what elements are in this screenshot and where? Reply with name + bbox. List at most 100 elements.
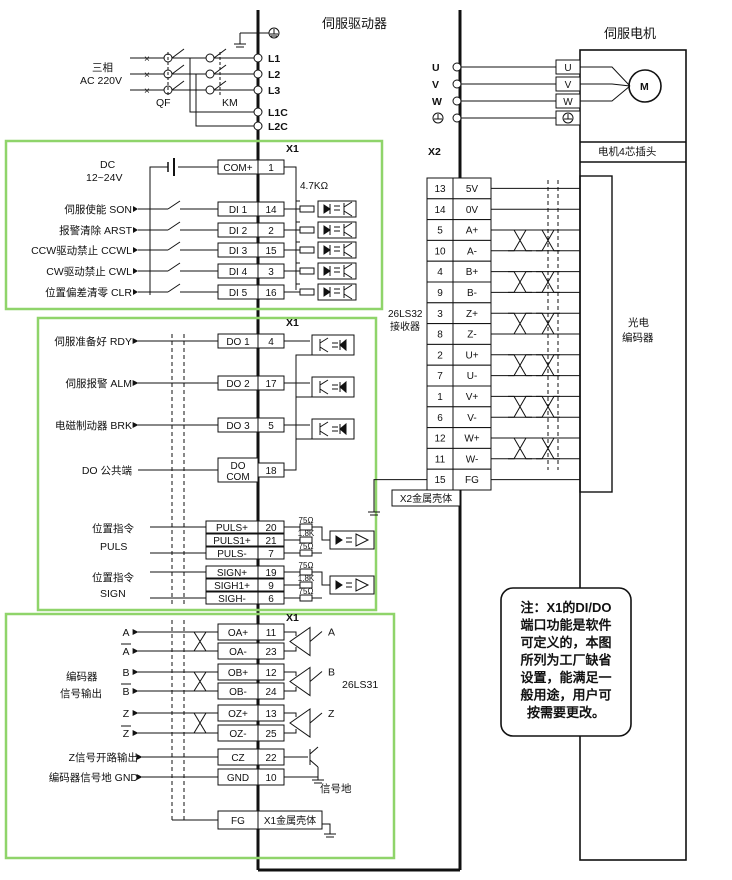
x2-signal-label: B+ xyxy=(466,267,479,278)
x2-pin-number: 10 xyxy=(434,246,446,257)
driver-wire xyxy=(284,671,297,676)
x2-signal-label: A+ xyxy=(466,226,479,237)
transistor-collector xyxy=(319,337,329,344)
x1-label-mid: X1 xyxy=(286,317,299,329)
pulse-resistor-label: 75Ω xyxy=(299,542,314,551)
transistor-emitter xyxy=(319,388,329,395)
motor-plug-label: U xyxy=(564,63,571,74)
twist xyxy=(508,229,521,252)
driver-wire xyxy=(284,729,297,734)
sign-label-1: 位置指令 xyxy=(92,571,134,584)
encoder-out-label-1: 编码器 xyxy=(66,670,98,683)
optocoupler-icon xyxy=(311,376,355,398)
transistor-collector xyxy=(309,746,319,755)
transistor-emitter xyxy=(343,251,353,258)
gnd-pin-number: 10 xyxy=(265,773,277,784)
x2-signal-label: V- xyxy=(467,413,476,424)
power-terminal xyxy=(253,85,263,95)
optocoupler-icon xyxy=(317,283,357,301)
do-com-pin-number: 18 xyxy=(265,466,277,477)
x2-pin-number: 15 xyxy=(434,475,446,486)
motor-terminal-label: W xyxy=(432,96,442,108)
encoder-pin-number: 23 xyxy=(265,647,277,658)
transistor-collector xyxy=(343,284,353,291)
optocoupler-body xyxy=(311,376,355,398)
resistor-icon xyxy=(299,226,315,234)
encoder-terminal-label: OA- xyxy=(229,647,247,658)
twist xyxy=(199,631,212,652)
optocoupler-icon xyxy=(311,334,355,356)
fg-ground-wire xyxy=(322,823,331,834)
opto-body xyxy=(329,530,375,550)
encoder-pin-number: 24 xyxy=(265,687,277,698)
note-line: 可定义的，本图 xyxy=(520,635,611,650)
twisted-pair-icon xyxy=(508,229,532,252)
note-text: 注：X1的DI/DO端口功能是软件可定义的，本图所列为工厂缺省设置，能满足一般用… xyxy=(520,600,611,720)
gnd-signal-label: 编码器信号地 GND xyxy=(49,771,139,784)
qf-label: QF xyxy=(156,97,171,109)
twist xyxy=(536,271,549,293)
twist xyxy=(519,229,532,252)
twist xyxy=(536,354,549,377)
sign-terminal-label: SIGN+ xyxy=(217,568,247,579)
sign-pin-number: 9 xyxy=(268,581,274,592)
pulse-resistor-label: 1.8K xyxy=(298,529,315,538)
x2-shield-wire xyxy=(373,479,427,512)
opto-receiver-icon xyxy=(329,530,375,550)
led-icon xyxy=(339,338,347,352)
x2-signal-label: W- xyxy=(466,454,479,465)
com-plus-pin-number: 1 xyxy=(268,163,274,174)
twist xyxy=(519,312,532,335)
x2-shell-box xyxy=(391,489,461,507)
l2c-wire xyxy=(195,74,254,127)
twisted-pair-icon xyxy=(508,271,532,293)
cz-terminal-label: CZ xyxy=(231,753,244,764)
input-arrow-icon xyxy=(133,268,138,274)
pulse-pin-number: 7 xyxy=(268,549,274,560)
resistor-icon xyxy=(299,267,315,275)
pulse-wire xyxy=(312,526,330,541)
do-com-label: DO 公共端 xyxy=(82,464,133,477)
x2-signal-label: 0V xyxy=(466,205,479,216)
transistor-emitter xyxy=(343,210,353,217)
output-signal-label: 电磁制动器 BRK xyxy=(55,419,132,432)
input-switch-icon xyxy=(167,283,181,293)
optocoupler-body xyxy=(317,283,357,301)
twist xyxy=(188,671,201,692)
led-icon xyxy=(339,422,347,436)
input-signal-label: CW驱动禁止 CWL xyxy=(46,266,132,278)
transistor-emitter xyxy=(343,293,353,300)
motor-plug-label: 电机4芯插头 xyxy=(598,145,656,158)
note-box xyxy=(500,587,632,737)
optocoupler-icon xyxy=(317,262,357,280)
input-pin-number: 16 xyxy=(265,288,277,299)
x2-signal-label: U- xyxy=(467,371,478,382)
km-label: KM xyxy=(222,97,238,109)
led-icon xyxy=(323,245,331,255)
x2-pin-number: 8 xyxy=(437,330,443,341)
do-com-bus xyxy=(284,354,312,471)
motor-terminal xyxy=(452,79,462,89)
x1-shell-box xyxy=(257,810,323,830)
driver-input-label: B xyxy=(328,667,335,679)
power-terminal-label: L3 xyxy=(268,85,280,97)
x1-label-top: X1 xyxy=(286,143,299,155)
twist xyxy=(536,437,549,460)
sign-pin-number: 19 xyxy=(265,568,277,579)
input-arrow-icon xyxy=(133,247,138,253)
optocoupler-body xyxy=(311,418,355,440)
input-terminal-label: DI 3 xyxy=(229,246,248,257)
motor-lead xyxy=(580,83,631,87)
x2-shell-label: X2金属壳体 xyxy=(400,492,452,505)
transistor-emitter xyxy=(343,272,353,279)
buffer-icon xyxy=(355,578,370,592)
twist xyxy=(508,437,521,460)
sign-resistor-label: 75Ω xyxy=(299,561,314,570)
encoder-label-1: 光电 xyxy=(628,316,649,329)
led-icon xyxy=(323,287,331,297)
encoder-terminal-label: OZ+ xyxy=(228,709,248,720)
sign-resistor-label: 75Ω xyxy=(299,587,314,596)
led-icon xyxy=(323,225,331,235)
